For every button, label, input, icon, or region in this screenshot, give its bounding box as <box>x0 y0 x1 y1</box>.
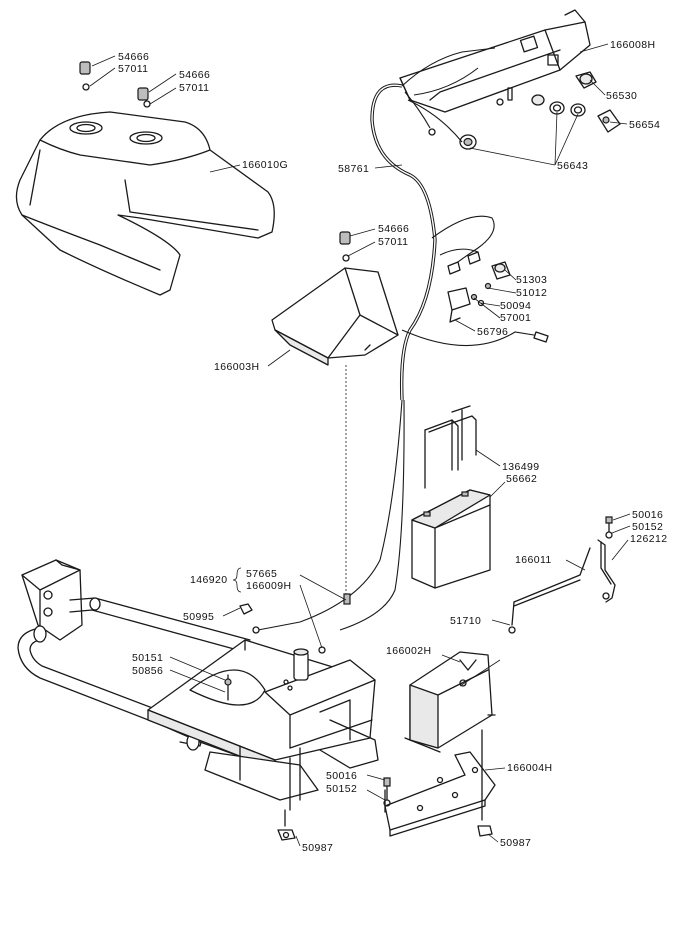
label-50016-a: 50016 <box>632 509 663 521</box>
label-57011-b: 57011 <box>179 82 209 94</box>
seat-rod-166011 <box>508 547 591 634</box>
label-126212: 126212 <box>630 533 667 545</box>
shield-166003H <box>271 267 399 366</box>
label-57011-c: 57011 <box>378 236 408 248</box>
wiring-harness-58761 <box>252 47 549 634</box>
battery-hold-down-136499 <box>424 405 477 489</box>
label-166003H: 166003H <box>214 361 259 373</box>
label-50856: 50856 <box>132 665 163 677</box>
ignition-switch-56530 <box>575 71 597 89</box>
label-51303: 51303 <box>516 274 547 286</box>
solenoid-56796 <box>447 282 492 323</box>
label-51012: 51012 <box>516 287 547 299</box>
label-56643: 56643 <box>557 160 588 172</box>
label-50152-b: 50152 <box>326 783 357 795</box>
callout-labels: 54666 57011 54666 57011 166010G 166008H … <box>118 39 667 854</box>
label-54666-a: 54666 <box>118 51 149 63</box>
fastener-54666-c <box>339 231 351 262</box>
fender-pan-166010G <box>15 111 275 296</box>
label-56796: 56796 <box>477 326 508 338</box>
fastener-54666-a <box>79 61 91 91</box>
relay-51303 <box>491 261 511 280</box>
label-166010G: 166010G <box>242 159 288 171</box>
fastener-54666-b <box>137 87 151 108</box>
light-switch-56654 <box>597 109 621 133</box>
label-50151: 50151 <box>132 652 163 664</box>
front-frame <box>17 559 251 761</box>
label-51710: 51710 <box>450 615 481 627</box>
battery-56662 <box>411 489 491 589</box>
label-54666-c: 54666 <box>378 223 409 235</box>
label-50987-a: 50987 <box>302 842 333 854</box>
label-166008H: 166008H <box>610 39 655 51</box>
dash-panel-166008H <box>399 9 591 113</box>
label-57001: 57001 <box>500 312 531 324</box>
label-166002H: 166002H <box>386 645 431 657</box>
label-57011-a: 57011 <box>118 63 148 75</box>
label-56654: 56654 <box>629 119 660 131</box>
label-166011: 166011 <box>515 554 552 566</box>
floor-plate-166004H <box>384 729 496 837</box>
bolt-50016-b <box>383 777 391 807</box>
label-50094: 50094 <box>500 300 531 312</box>
leader-lines <box>89 43 631 847</box>
label-146920: 146920 <box>190 574 227 586</box>
label-136499: 136499 <box>502 461 539 473</box>
main-mount-166009H <box>147 593 379 841</box>
label-57665: 57665 <box>246 568 277 580</box>
label-56662: 56662 <box>506 473 537 485</box>
label-166009H: 166009H <box>246 580 291 592</box>
label-58761: 58761 <box>338 163 369 175</box>
label-50995: 50995 <box>183 611 214 623</box>
label-56530: 56530 <box>606 90 637 102</box>
label-50016-b: 50016 <box>326 770 357 782</box>
label-54666-b: 54666 <box>179 69 210 81</box>
label-50152-a: 50152 <box>632 521 663 533</box>
label-166004H: 166004H <box>507 762 552 774</box>
bracket-166002H <box>404 651 496 753</box>
bracket-126212 <box>597 516 616 603</box>
label-50987-b: 50987 <box>500 837 531 849</box>
